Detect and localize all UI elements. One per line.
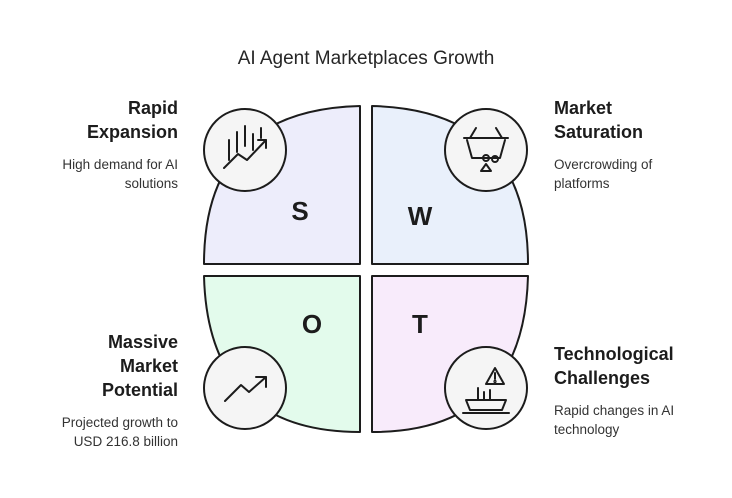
s-heading: Rapid Expansion	[87, 96, 178, 144]
s-letter: S	[291, 196, 308, 226]
t-heading-line: Technological	[554, 344, 674, 364]
w-heading-line: Saturation	[554, 122, 644, 142]
o-description: Projected growth to USD 216.8 billion	[62, 413, 178, 451]
o-heading-line: Massive	[107, 332, 178, 352]
s-description-line: High demand for AI	[62, 157, 178, 172]
w-description-line: Overcrowding of	[554, 157, 653, 172]
w-description: Overcrowding of platforms	[554, 155, 652, 193]
s-description: High demand for AI solutions	[62, 155, 178, 193]
basket-icon	[444, 108, 528, 192]
o-description-line: Projected growth to	[61, 415, 178, 430]
o-heading: Massive Market Potential	[102, 330, 178, 402]
t-letter: T	[412, 309, 428, 339]
o-heading-line: Market	[119, 356, 178, 376]
s-description-line: solutions	[124, 176, 178, 191]
t-description-line: Rapid changes in AI	[554, 403, 675, 418]
trend-up-icon	[203, 346, 287, 430]
w-heading-line: Market	[554, 98, 613, 118]
o-letter: O	[302, 309, 322, 339]
warning-ship-icon	[444, 346, 528, 430]
bar-chart-trend-icon	[203, 108, 287, 192]
s-heading-line: Expansion	[86, 122, 178, 142]
w-heading: Market Saturation	[554, 96, 643, 144]
t-description-line: technology	[554, 422, 620, 437]
w-description-line: platforms	[554, 176, 610, 191]
t-description: Rapid changes in AI technology	[554, 401, 674, 439]
s-heading-line: Rapid	[127, 98, 178, 118]
w-letter: W	[408, 201, 433, 231]
t-heading-line: Challenges	[554, 368, 651, 388]
o-description-line: USD 216.8 billion	[73, 434, 178, 449]
t-heading: Technological Challenges	[554, 342, 674, 390]
o-heading-line: Potential	[101, 380, 178, 400]
diagram-title: AI Agent Marketplaces Growth	[237, 48, 495, 69]
